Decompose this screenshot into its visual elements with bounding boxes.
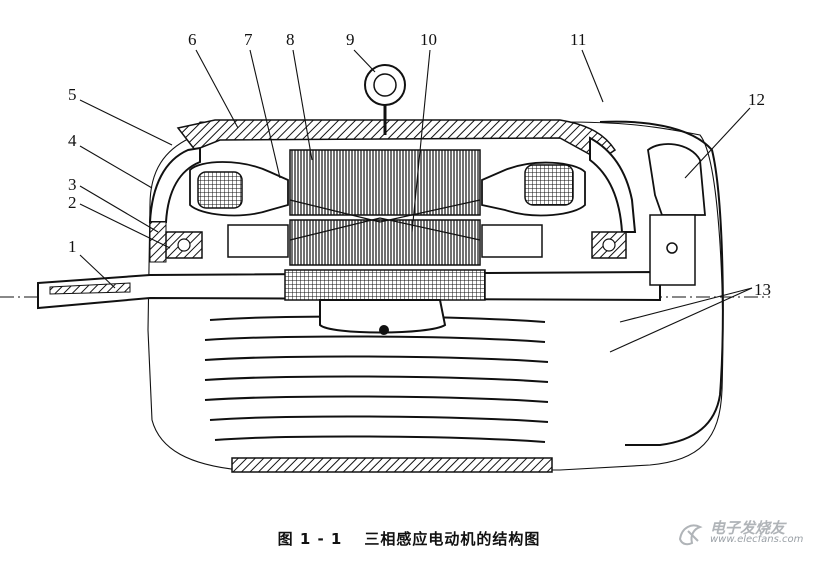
watermark-logo-icon: [678, 524, 703, 546]
callout-7: 7: [244, 30, 253, 49]
callout-4: 4: [68, 131, 77, 150]
base-foot: [231, 457, 553, 473]
lifting-eye-hole: [373, 73, 397, 97]
callout-13: 13: [754, 280, 771, 299]
left-winding-coil: [197, 171, 243, 209]
stator-core-lower: [289, 219, 481, 266]
callout-6: 6: [188, 30, 197, 49]
callout-10: 10: [420, 30, 437, 49]
cooling-fins: [204, 315, 549, 443]
fan-blade: [647, 143, 706, 216]
frame-top-section: [176, 119, 617, 161]
frame-outline: [147, 121, 724, 471]
callout-1: 1: [68, 237, 77, 256]
figure-caption: 图 1 - 1 三相感应电动机的结构图: [0, 528, 818, 549]
right-winding-coil: [524, 164, 574, 206]
callout-8: 8: [286, 30, 295, 49]
watermark-name: 电子发烧友: [710, 519, 786, 537]
callout-12: 12: [748, 90, 765, 109]
stator-core-upper: [289, 149, 481, 216]
callouts: 1 2 3 4 5 6 7 8 9 10 11 12 13: [68, 30, 771, 353]
callout-5: 5: [68, 85, 77, 104]
right-rotor-end-ring: [481, 224, 543, 258]
caption-figure-number: 图 1 - 1: [277, 530, 343, 548]
watermark-url: www.elecfans.com: [710, 534, 804, 545]
shaft-key: [49, 282, 131, 295]
left-bearing-ball: [177, 238, 191, 252]
rotor-core-shaft-section: [284, 269, 486, 301]
callout-9: 9: [346, 30, 355, 49]
caption-title: 三相感应电动机的结构图: [364, 530, 541, 548]
callout-11: 11: [570, 30, 586, 49]
rotor-air-gap: [289, 199, 481, 241]
watermark: 电子发烧友 www.elecfans.com: [676, 516, 816, 552]
left-end-shield: [148, 146, 201, 223]
callout-3: 3: [68, 175, 77, 194]
fan-cover: [599, 120, 724, 446]
terminal-box-bolt: [379, 325, 389, 335]
callout-2: 2: [68, 193, 77, 212]
fan-hub-bolt: [666, 242, 678, 254]
right-bearing-ball: [602, 238, 616, 252]
left-rotor-end-ring: [227, 224, 289, 258]
